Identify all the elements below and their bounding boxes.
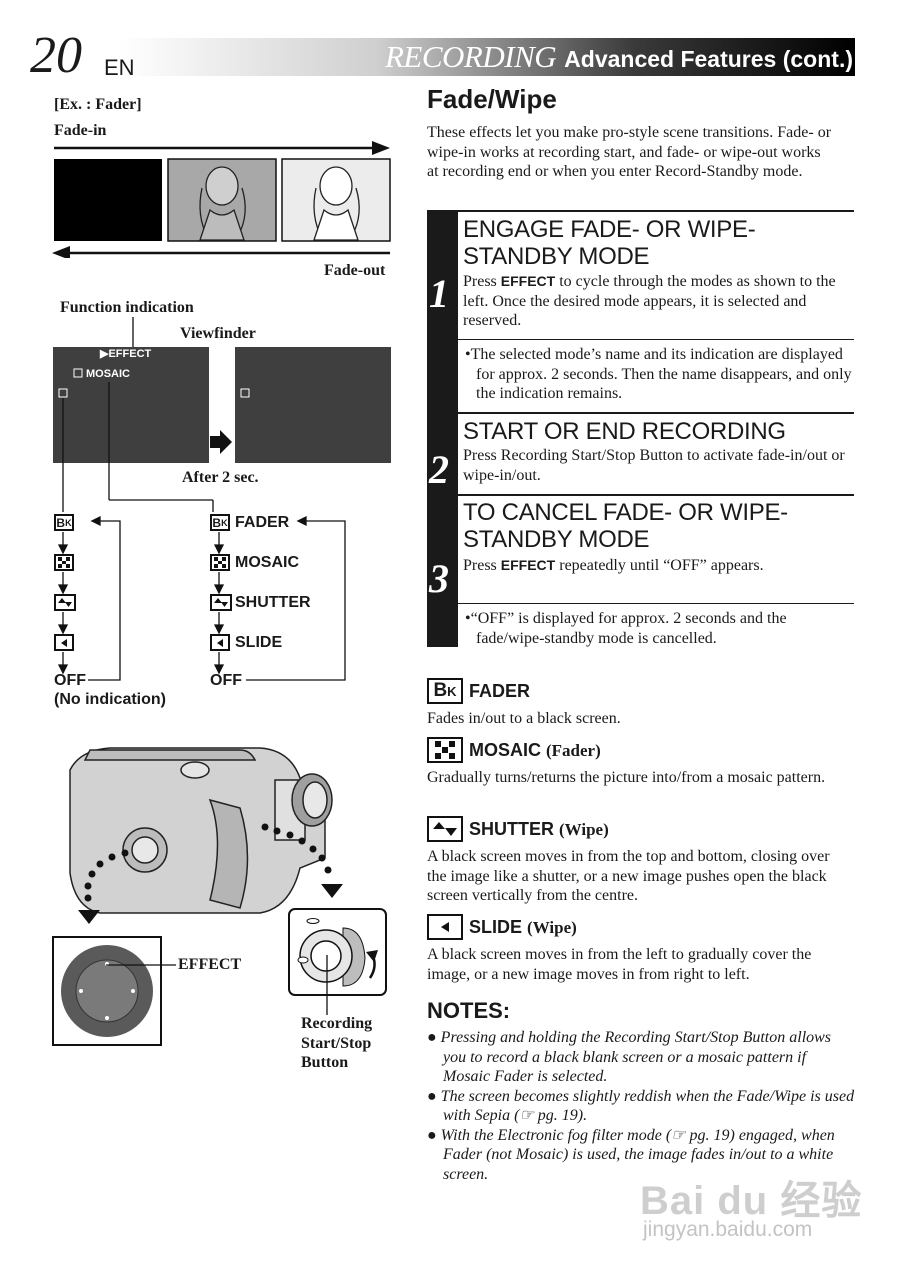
step-1-body-post: to cycle through the modes as shown to t…	[463, 273, 836, 329]
mode-shutter-type: (Wipe)	[559, 820, 609, 839]
effect-button-label: EFFECT	[178, 956, 242, 973]
mode-mosaic-name: MOSAIC	[469, 740, 541, 760]
notes-title: NOTES:	[427, 998, 511, 1023]
mosaic-icon	[210, 554, 230, 571]
cycle-slide-label: SLIDE	[235, 634, 283, 651]
section-heading: Fade/Wipe	[427, 84, 557, 114]
note-item: ● Pressing and holding the Recording Sta…	[427, 1029, 832, 1085]
note-item: ● With the Electronic fog filter mode (☞…	[427, 1126, 835, 1183]
step-2-title: START OR END RECORDING	[463, 418, 786, 445]
record-leader-line	[326, 955, 328, 1015]
watermark-logo: Bai du 经验	[640, 1179, 863, 1223]
after-2-sec-label: After 2 sec.	[182, 469, 259, 486]
mosaic-icon	[427, 737, 463, 763]
record-label-line-3: Button	[301, 1054, 349, 1071]
mode-shutter-desc: A black screen moves in from the top and…	[427, 848, 830, 904]
cycle-mosaic-label: MOSAIC	[235, 554, 299, 571]
mode-shutter-heading: SHUTTER (Wipe)	[469, 819, 609, 840]
mode-slide-type: (Wipe)	[527, 918, 577, 937]
note-1-text: Pressing and holding the Recording Start…	[440, 1029, 832, 1085]
step-1-body: Press EFFECT to cycle through the modes …	[463, 272, 848, 331]
rule	[458, 603, 854, 604]
step-3-title: TO CANCEL FADE- OR WIPE-STANDBY MODE	[463, 499, 788, 553]
language-code: EN	[104, 55, 135, 80]
step-3-number: 3	[429, 556, 449, 601]
record-button-detail	[288, 908, 387, 996]
step-1-body-pre: Press	[463, 273, 501, 290]
example-label: [Ex. : Fader]	[54, 96, 142, 113]
record-button-label: Recording Start/Stop Button	[301, 1014, 372, 1073]
cycle-off-label: OFF	[54, 672, 86, 689]
slide-icon	[210, 634, 230, 651]
step-2-body: Press Recording Start/Stop Button to act…	[463, 447, 845, 484]
slide-icon	[54, 634, 74, 651]
step-1-body-bold: EFFECT	[500, 273, 556, 289]
osd-mode-text: MOSAIC	[86, 368, 130, 380]
mosaic-icon	[54, 554, 74, 571]
mode-fader-desc: Fades in/out to a black screen.	[427, 710, 621, 727]
watermark-url: jingyan.baidu.com	[643, 1218, 813, 1241]
mode-mosaic-heading: MOSAIC (Fader)	[469, 740, 601, 761]
cycle-off-label-named: OFF	[210, 672, 242, 689]
rule	[458, 210, 854, 212]
shutter-icon	[54, 594, 76, 611]
step-sidebar	[427, 210, 458, 647]
rule	[458, 494, 854, 496]
header-bar	[120, 38, 855, 76]
osd-effect-text: ▶EFFECT	[100, 348, 152, 360]
fade-out-label: Fade-out	[324, 262, 386, 279]
cycle-no-indication-label: (No indication)	[54, 691, 166, 708]
fade-illustration	[52, 141, 391, 258]
page-title: RECORDING Advanced Features (cont.)	[385, 40, 853, 80]
mode-slide-desc: A black screen moves in from the left to…	[427, 946, 812, 983]
step-3-body-bold: EFFECT	[500, 557, 556, 573]
mode-mosaic-type: (Fader)	[546, 741, 601, 760]
note-2-text: The screen becomes slightly reddish when…	[440, 1087, 855, 1125]
mode-fader-heading: FADER	[469, 681, 530, 702]
step-1-title: ENGAGE FADE- OR WIPE-STANDBY MODE	[463, 216, 756, 270]
fade-in-label: Fade-in	[54, 122, 107, 139]
step-3-body-pre: Press	[463, 557, 501, 574]
viewfinder-diagram	[53, 317, 391, 512]
record-label-line-1: Recording	[301, 1015, 373, 1032]
step-3-body-post: repeatedly until “OFF” appears.	[555, 557, 764, 574]
function-indication-label: Function indication	[60, 299, 194, 316]
note-item: ● The screen becomes slightly reddish wh…	[427, 1087, 855, 1125]
step-3-note-text: “OFF” is displayed for approx. 2 seconds…	[470, 610, 787, 647]
effect-leader-line	[106, 964, 176, 966]
note-3-text: With the Electronic fog filter mode (☞ p…	[440, 1126, 835, 1183]
step-3-body: Press EFFECT repeatedly until “OFF” appe…	[463, 556, 848, 576]
viewfinder-label: Viewfinder	[180, 325, 256, 342]
rule	[458, 339, 854, 340]
page-number: 20	[30, 27, 82, 84]
step-3-note: •“OFF” is displayed for approx. 2 second…	[465, 610, 787, 647]
camcorder-illustration	[69, 747, 343, 924]
step-1-number: 1	[429, 271, 449, 316]
cycle-fader-label: FADER	[235, 514, 290, 531]
step-2-number: 2	[429, 447, 449, 492]
mode-cycle-diagram	[57, 515, 346, 681]
mode-mosaic-desc: Gradually turns/returns the picture into…	[427, 769, 826, 786]
slide-icon	[427, 914, 463, 940]
step-1-note: •The selected mode’s name and its indica…	[465, 346, 852, 402]
mode-slide-name: SLIDE	[469, 917, 523, 937]
section-subtitle: Advanced Features (cont.)	[564, 46, 853, 72]
intro-text: These effects let you make pro-style sce…	[427, 124, 832, 180]
shutter-icon	[210, 594, 232, 611]
step-1-note-text: The selected mode’s name and its indicat…	[470, 346, 852, 402]
mode-shutter-name: SHUTTER	[469, 819, 554, 839]
rule	[458, 412, 854, 414]
effect-button-detail	[52, 936, 162, 1046]
notes-list: ● Pressing and holding the Recording Sta…	[427, 1028, 855, 1184]
cycle-shutter-label: SHUTTER	[235, 594, 311, 611]
mode-slide-heading: SLIDE (Wipe)	[469, 917, 577, 938]
record-label-line-2: Start/Stop	[301, 1034, 372, 1052]
mode-fader-name: FADER	[469, 681, 531, 701]
shutter-icon	[427, 816, 463, 842]
section-name: RECORDING	[385, 39, 557, 74]
